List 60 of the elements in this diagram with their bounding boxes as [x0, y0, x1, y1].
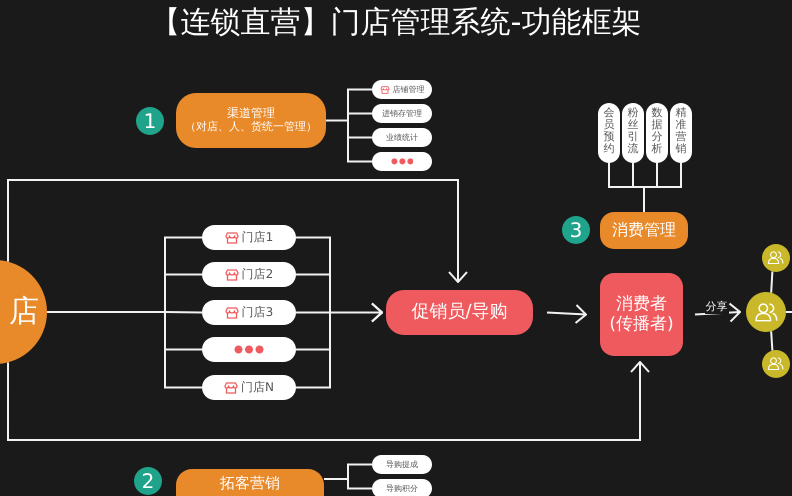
feature-pill [622, 103, 644, 163]
feature-pill [598, 103, 620, 163]
feature-pill [372, 80, 432, 99]
node-label: 进销存管理 [382, 108, 422, 118]
node-label: 3 [570, 218, 582, 242]
feature-pill [372, 152, 432, 171]
feature-pill [670, 103, 692, 163]
module-box [600, 212, 688, 249]
node-label: 拓客营销 [220, 475, 280, 492]
store-pill [202, 375, 296, 400]
user-circle [746, 292, 786, 332]
node-sublabel: (传播者) [609, 314, 674, 334]
arrow [7, 179, 468, 283]
node-label: 业绩统计 [386, 132, 418, 142]
step-number-badge [562, 216, 590, 244]
node-label: 消费者 [616, 294, 667, 314]
node-label: 店 [9, 294, 39, 330]
user-circle [762, 350, 790, 378]
store-pill [202, 262, 296, 287]
role-box [600, 273, 683, 356]
node-label: 1 [144, 110, 156, 132]
arrow [694, 302, 741, 323]
node-label: 2 [142, 470, 154, 492]
connector-line [770, 271, 774, 293]
connector-line [324, 478, 372, 490]
user-circle [762, 244, 790, 272]
connector-line [786, 311, 792, 313]
arrow [296, 302, 383, 388]
node-sublabel: （对店、人、货统一管理） [185, 121, 317, 134]
store-pill [202, 300, 296, 325]
store-pill [202, 337, 296, 362]
node-label: 消费管理 [612, 221, 676, 240]
feature-pill [646, 103, 668, 163]
arrow [546, 304, 587, 324]
feature-pill [372, 104, 432, 123]
node-label: 门店N [241, 380, 274, 394]
feature-pill [372, 128, 432, 147]
node-label: 精准营销 [676, 107, 686, 156]
diagram-title: 【连锁直营】门店管理系统-功能框架 [150, 4, 642, 42]
node-label: 店铺管理 [392, 84, 424, 94]
node-label: 门店3 [242, 306, 274, 320]
node-label: 粉丝引流 [628, 107, 638, 156]
feature-pill [372, 455, 432, 474]
node-label: 渠道管理 [227, 107, 275, 120]
connector-line [770, 331, 774, 351]
module-box [176, 93, 326, 148]
arrow [7, 361, 650, 441]
store-pill [202, 225, 296, 250]
node-label: 门店2 [242, 268, 274, 282]
node-label: 导购提成 [386, 460, 418, 470]
node-label: 导购积分 [386, 484, 418, 494]
node-label: 会员预约 [604, 107, 614, 156]
node-label: 数据分析 [652, 107, 662, 156]
step-number-badge [134, 467, 162, 495]
role-box [386, 290, 533, 335]
step-number-badge [136, 107, 164, 135]
edge-label: 分享 [704, 298, 728, 314]
feature-pill [372, 479, 432, 496]
node-label: 门店1 [242, 230, 274, 244]
node-label: 促销员/导购 [411, 302, 508, 323]
